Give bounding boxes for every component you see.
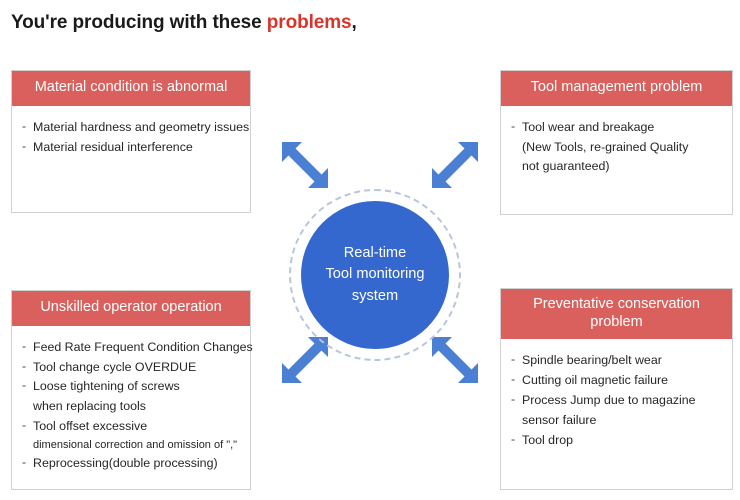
list-item: Tool wear and breakage	[511, 117, 722, 137]
list-item: Process Jump due to magazine	[511, 390, 722, 410]
page-title-prefix: You're producing with these	[11, 12, 267, 33]
card-body-operator: Feed Rate Frequent Condition Changes Too…	[12, 326, 253, 483]
list-item: dimensional correction and omission of "…	[33, 438, 238, 451]
card-body-preventative: Spindle bearing/belt wear Cutting oil ma…	[501, 339, 732, 458]
list-item: Loose tightening of screws	[22, 376, 240, 396]
bullet-list-preventative: Spindle bearing/belt wear Cutting oil ma…	[511, 350, 722, 450]
list-item: Tool drop	[511, 430, 722, 450]
double-arrow-top-right-icon	[432, 142, 478, 188]
card-body-tool-management: Tool wear and breakage (New Tools, re-gr…	[501, 106, 732, 186]
list-item: Reprocessing(double processing)	[22, 453, 240, 473]
hub-label-group: Real-time Tool monitoring system	[326, 243, 425, 306]
problem-card-tool-management[interactable]: Tool management problem Tool wear and br…	[500, 70, 733, 215]
card-header-material: Material condition is abnormal	[12, 71, 250, 106]
list-item: Spindle bearing/belt wear	[511, 350, 722, 370]
list-item: Material hardness and geometry issues	[22, 117, 249, 137]
list-item: Material residual interference	[22, 137, 240, 157]
double-arrow-top-left-icon	[282, 142, 328, 188]
list-item: (New Tools, re-grained Quality	[522, 139, 689, 154]
list-item: not guaranteed)	[522, 159, 610, 174]
hub-label-line-1: Real-time	[343, 245, 407, 262]
double-arrow-bottom-right-icon	[432, 337, 478, 383]
card-header-tool-management: Tool management problem	[501, 71, 732, 106]
hub-dashed-ring	[289, 189, 461, 361]
bullet-list-tool-management: Tool wear and breakage (New Tools, re-gr…	[511, 117, 722, 177]
card-body-material: Material hardness and geometry issues Ma…	[12, 106, 250, 166]
page-title-accent: problems	[266, 12, 352, 33]
hub-label-line-3: system	[351, 287, 399, 304]
problem-card-operator[interactable]: Unskilled operator operation Feed Rate F…	[11, 290, 253, 490]
list-item: Tool offset excessive	[22, 416, 240, 436]
page-title: You're producing with these problems,	[11, 12, 357, 34]
hub-circle-realtime-tool-monitoring-system[interactable]: Real-time Tool monitoring system	[301, 201, 449, 349]
problem-card-material[interactable]: Material condition is abnormal Material …	[11, 70, 251, 213]
list-item: Cutting oil magnetic failure	[511, 370, 722, 390]
list-item: Tool change cycle OVERDUE	[22, 357, 240, 377]
page-title-suffix: ,	[351, 12, 357, 33]
hub-label-line-2: Tool monitoring	[325, 266, 425, 283]
list-item: sensor failure	[522, 412, 597, 427]
bullet-list-material: Material hardness and geometry issues Ma…	[22, 117, 249, 157]
list-item: Feed Rate Frequent Condition Changes	[22, 337, 253, 357]
card-header-preventative: Preventative conservation problem	[501, 289, 732, 340]
list-item: when replacing tools	[33, 399, 146, 414]
problem-card-preventative[interactable]: Preventative conservation problem Spindl…	[500, 288, 733, 490]
card-header-operator: Unskilled operator operation	[12, 291, 250, 326]
bullet-list-operator: Feed Rate Frequent Condition Changes Too…	[22, 337, 253, 474]
double-arrow-bottom-left-icon	[282, 337, 328, 383]
